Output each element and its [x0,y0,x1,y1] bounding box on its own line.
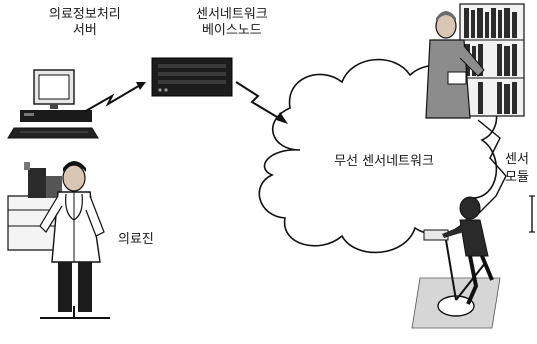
doctor-figure [7,161,110,319]
doctor-label: 의료진 [118,232,154,247]
basenode-label-line1: 센서네트워크 [196,7,268,22]
wireless-network-label: 무선 센서네트워크 [334,154,434,169]
lightning-link-icon [235,81,288,124]
person-exercise-bike-figure [411,196,501,329]
side-mark [529,195,535,233]
sensor-module-label-line2: 모듈 [505,170,529,185]
person-reading-figure [425,3,525,119]
basenode-label: 센서네트워크 베이스노드 [196,7,268,39]
server-label-line1: 의료정보처리 [49,7,121,22]
server-label-line2: 서버 [72,23,97,38]
sensor-link-line [477,119,507,215]
lightning-link-icon [83,82,146,113]
sensor-module-label-line1: 센서 [505,152,529,167]
computer-icon [7,69,99,139]
basenode-label-line2: 베이스노드 [201,23,262,38]
server-label: 의료정보처리 서버 [49,7,121,39]
network-device-icon [151,57,233,97]
